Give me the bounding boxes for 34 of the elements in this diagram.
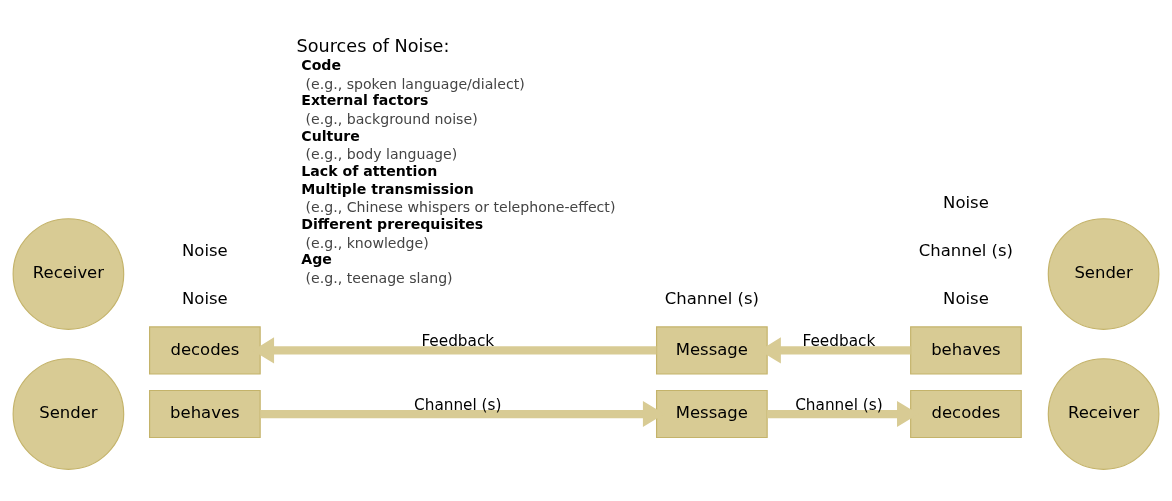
label: Channel (s) (918, 241, 1014, 261)
node-circle: Receiver (1047, 358, 1160, 470)
edge-label: Channel (s) (414, 395, 502, 414)
label: (e.g., body language) (305, 146, 458, 163)
edge-label: Feedback (802, 332, 876, 351)
label: Sources of Noise: (296, 35, 450, 56)
label: Noise (182, 241, 228, 261)
node-box: behaves (149, 389, 261, 439)
node-box: decodes (149, 326, 261, 375)
node-box: decodes (910, 389, 1022, 439)
label: Lack of attention (301, 162, 438, 179)
label: Noise (943, 192, 989, 212)
label: Noise (182, 289, 228, 309)
node-circle: Receiver (12, 218, 125, 330)
label: (e.g., knowledge) (305, 234, 429, 251)
label: Noise (943, 289, 989, 309)
node-circle: Sender (12, 358, 125, 470)
label: (e.g., Chinese whispers or telephone-effect) (305, 199, 616, 216)
label: (e.g., spoken language/dialect) (305, 75, 525, 92)
edge-label: Feedback (421, 332, 495, 351)
node-box: Message (656, 389, 768, 439)
label: Culture (301, 127, 360, 144)
label: Channel (s) (664, 289, 759, 309)
label: Code (301, 57, 342, 74)
label: Different prerequisites (301, 215, 484, 232)
label: (e.g., background noise) (305, 111, 478, 128)
label: Multiple transmission (301, 180, 474, 197)
label: Age (301, 251, 332, 268)
node-circle: Sender (1047, 218, 1160, 330)
label: (e.g., teenage slang) (305, 269, 453, 286)
edge-label: Channel (s) (795, 395, 883, 414)
node-box: Message (656, 326, 768, 375)
label: External factors (301, 92, 429, 109)
node-box: behaves (910, 326, 1022, 375)
